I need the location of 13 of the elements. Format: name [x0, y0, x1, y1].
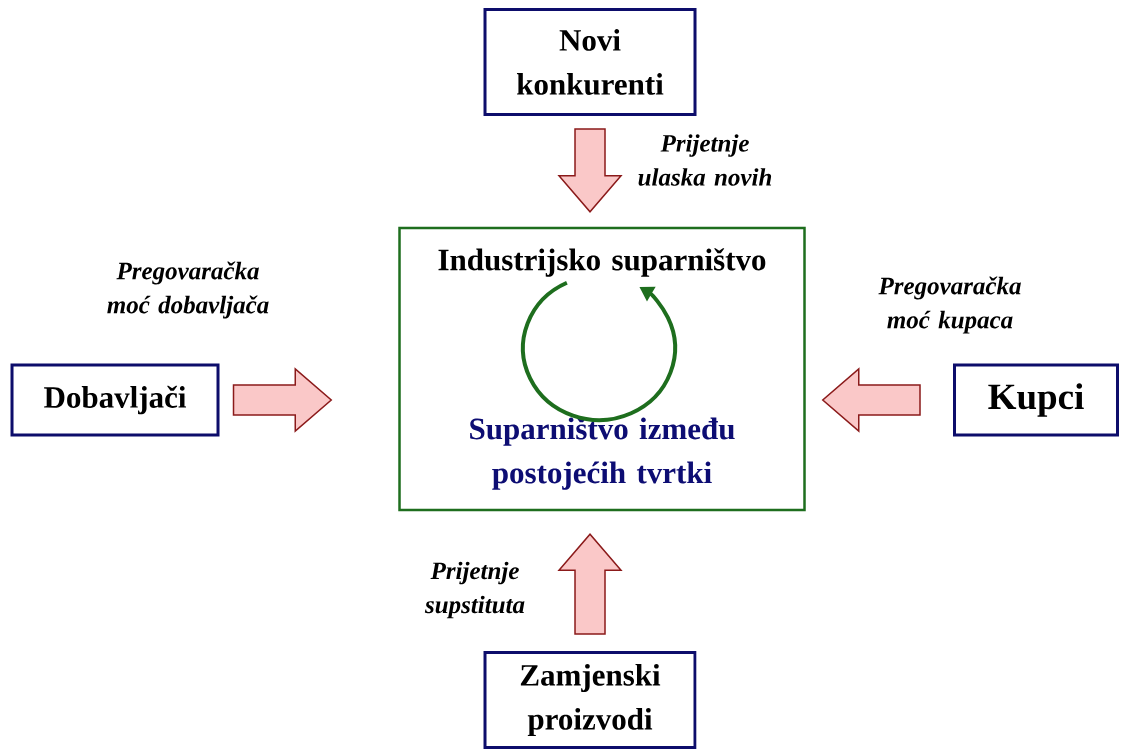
- block-arrow: [821, 367, 921, 433]
- edge-label: Prijetnje ulaska novih: [638, 134, 772, 186]
- block-arrow: [232, 367, 333, 433]
- text-box: Kupci: [953, 363, 1119, 437]
- text-box: Novi konkurenti: [483, 8, 697, 116]
- rivalry-box: Industrijsko suparništvo Suparništvo između postojećih tvrtki: [398, 226, 806, 512]
- block-arrow: [557, 533, 623, 635]
- text-box: Dobavljači: [10, 363, 220, 437]
- block-arrow: [557, 128, 623, 213]
- text-box: Zamjenski proizvodi: [483, 651, 697, 749]
- edge-label: Prijetnje supstituta: [424, 561, 525, 619]
- edge-label: Pregovaračka moć kupaca: [878, 276, 1021, 334]
- edge-label: Pregovaračka moć dobavljača: [107, 261, 269, 319]
